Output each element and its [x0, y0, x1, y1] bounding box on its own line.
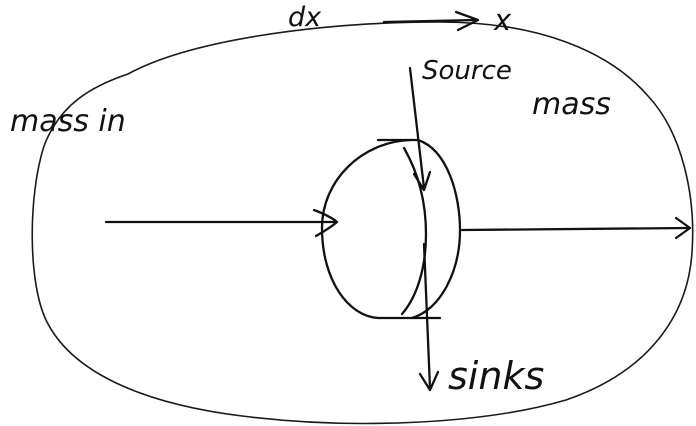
element-back-face	[412, 140, 460, 318]
label-x: x	[494, 6, 511, 35]
label-source: Source	[422, 58, 512, 84]
source-arrow	[410, 68, 424, 188]
label-mass-in: mass in	[10, 107, 126, 137]
element-front-face	[322, 140, 410, 318]
label-dx: dx	[288, 4, 321, 31]
label-mass-out: mass	[532, 90, 611, 120]
mass-out-arrow	[462, 228, 688, 230]
sinks-arrow	[424, 244, 430, 388]
label-sinks: sinks	[448, 357, 544, 395]
